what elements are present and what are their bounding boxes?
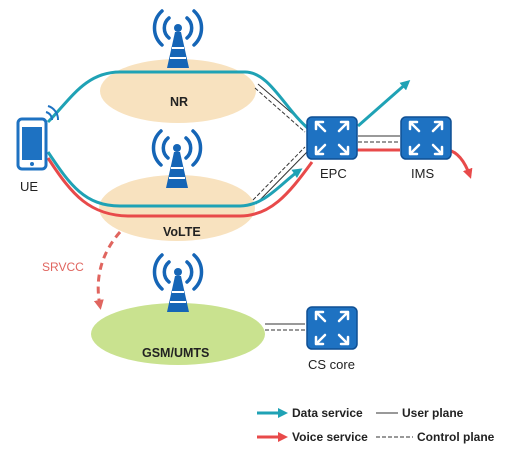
gsm-umts-label: GSM/UMTS: [142, 346, 209, 360]
control-plane-nr-epc: [254, 87, 306, 133]
nr-cell: [100, 59, 256, 123]
voice-service-ue-volte: [46, 157, 314, 218]
gsm-umts-cell: [91, 303, 265, 365]
ims-label: IMS: [411, 166, 434, 181]
epc-label: EPC: [320, 166, 347, 181]
volte-cell: [99, 175, 255, 241]
ims-router-icon: [399, 115, 453, 161]
legend-data-service-label: Data service: [292, 406, 363, 420]
srvcc-arrow: [93, 231, 122, 310]
cs-core-router-icon: [305, 305, 359, 351]
volte-label: VoLTE: [163, 225, 201, 239]
user-plane-volte-epc: [255, 150, 309, 205]
phone-icon: [16, 105, 59, 171]
antenna-tower-icon: [152, 9, 204, 70]
legend-voice-service-label: Voice service: [292, 430, 368, 444]
legend: Data service User plane Voice service Co…: [257, 406, 495, 444]
ue-label: UE: [20, 179, 38, 194]
data-service-epc-internet: [357, 80, 411, 128]
legend-control-plane-label: Control plane: [417, 430, 495, 444]
data-service-ue-volte: [46, 151, 303, 208]
antenna-tower-icon: [152, 253, 204, 314]
epc-router-icon: [305, 115, 359, 161]
legend-user-plane-label: User plane: [402, 406, 464, 420]
srvcc-label: SRVCC: [42, 260, 84, 274]
cs-core-label: CS core: [308, 357, 355, 372]
control-plane-volte-epc: [252, 146, 306, 201]
data-service-ue-nr: [46, 70, 311, 132]
nr-label: NR: [170, 95, 188, 109]
